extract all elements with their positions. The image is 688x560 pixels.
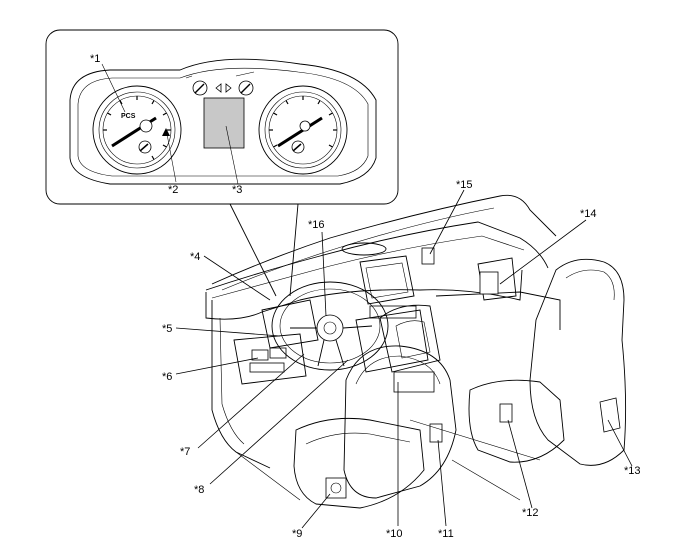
label-15: *15 — [456, 179, 473, 191]
label-4: *4 — [190, 251, 200, 263]
inset-callout-lines — [229, 203, 299, 297]
steering-wheel — [271, 281, 389, 371]
label-5: *5 — [162, 323, 172, 335]
left-switch-panel — [251, 349, 269, 361]
multi-information-display — [203, 97, 245, 149]
label-2: *2 — [168, 184, 178, 196]
label-13: *13 — [624, 465, 641, 477]
seat-sensor-9 — [325, 477, 347, 499]
label-10: *10 — [386, 528, 403, 540]
horn-pad — [316, 314, 344, 342]
cabin-drawing — [205, 194, 627, 509]
seat-belt-buckle-12 — [499, 403, 513, 423]
label-14: *14 — [580, 208, 597, 220]
inset-frame — [45, 29, 399, 205]
label-9: *9 — [292, 528, 302, 540]
combination-meter-inset: PCS — [45, 29, 399, 205]
label-3: *3 — [232, 184, 242, 196]
center-display — [359, 255, 415, 305]
warning-triangle-icon — [162, 128, 170, 136]
seat-belt-buckle-11 — [429, 423, 443, 443]
passenger-seat — [468, 258, 627, 466]
turn-signal-icon — [215, 83, 232, 93]
pcs-indicator: PCS — [121, 113, 136, 120]
center-indicators — [185, 71, 255, 96]
label-8: *8 — [194, 484, 204, 496]
label-11: *11 — [438, 528, 454, 540]
seat-sensor-13 — [599, 397, 621, 433]
center-console-sensor — [393, 371, 435, 393]
label-6: *6 — [162, 371, 172, 383]
left-gauge: PCS — [92, 85, 182, 175]
right-gauge-needle — [277, 116, 323, 148]
meter-housing — [69, 58, 377, 185]
leader-lines — [175, 189, 633, 529]
label-12: *12 — [522, 507, 539, 519]
label-16: *16 — [308, 219, 325, 231]
label-1: *1 — [90, 53, 100, 65]
label-7: *7 — [180, 446, 190, 458]
right-sensor-bracket — [479, 271, 499, 295]
driver-seat — [293, 345, 457, 509]
right-gauge — [258, 85, 348, 175]
